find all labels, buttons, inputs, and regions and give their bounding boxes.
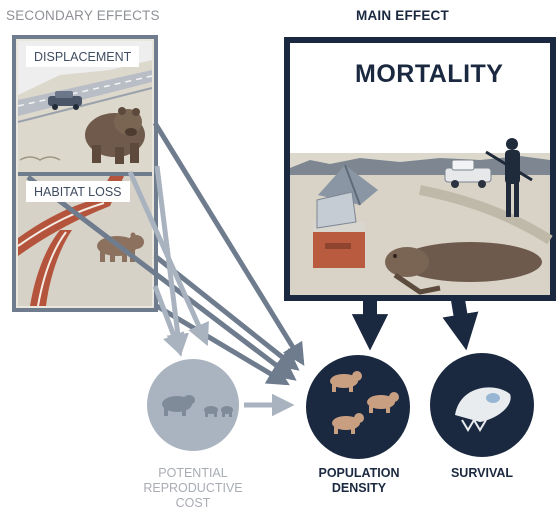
arrow-habitat-to-reproductive xyxy=(152,285,185,357)
density-label-line-1: POPULATION xyxy=(318,466,400,480)
reproductive-label-line-2: REPRODUCTIVE xyxy=(143,481,243,495)
mortality-title: MORTALITY xyxy=(355,60,504,88)
tent-icon xyxy=(318,164,378,206)
reproductive-label-line-3: COST xyxy=(175,496,211,510)
bear-skull-icon xyxy=(455,387,511,432)
hunter-icon xyxy=(485,138,533,217)
survival-label: SURVIVAL xyxy=(450,466,514,480)
bear-walking-icon xyxy=(85,107,145,164)
arrow-displacement-to-density xyxy=(152,121,305,366)
arrows xyxy=(26,121,479,417)
main-effect-heading: MAIN EFFECT xyxy=(356,8,449,23)
arrow-displacement-to-reproductive-2 xyxy=(127,170,209,347)
dead-bear-icon xyxy=(385,242,542,295)
reproductive-cost-circle xyxy=(147,359,239,451)
secondary-effects-heading: SECONDARY EFFECTS xyxy=(6,8,160,23)
car-icon xyxy=(48,91,82,110)
displacement-label: DISPLACEMENT xyxy=(26,46,140,67)
cooler-icon xyxy=(313,191,365,268)
bear-group-icon xyxy=(330,371,399,434)
population-density-circle xyxy=(306,355,410,459)
habitat-loss-label: HABITAT LOSS xyxy=(26,181,130,202)
reproductive-label-line-1: POTENTIAL xyxy=(158,466,228,480)
reproductive-cost-label: POTENTIAL REPRODUCTIVE COST xyxy=(133,466,253,511)
mortality-illustration xyxy=(290,43,553,295)
truck-icon xyxy=(444,159,492,188)
arrow-displacement-to-density-2 xyxy=(26,175,297,381)
density-label-line-2: DENSITY xyxy=(331,481,387,495)
arrow-mortality-to-survival xyxy=(442,298,479,351)
population-density-label: POPULATION DENSITY xyxy=(300,466,418,496)
bear-family-icon xyxy=(162,395,233,417)
